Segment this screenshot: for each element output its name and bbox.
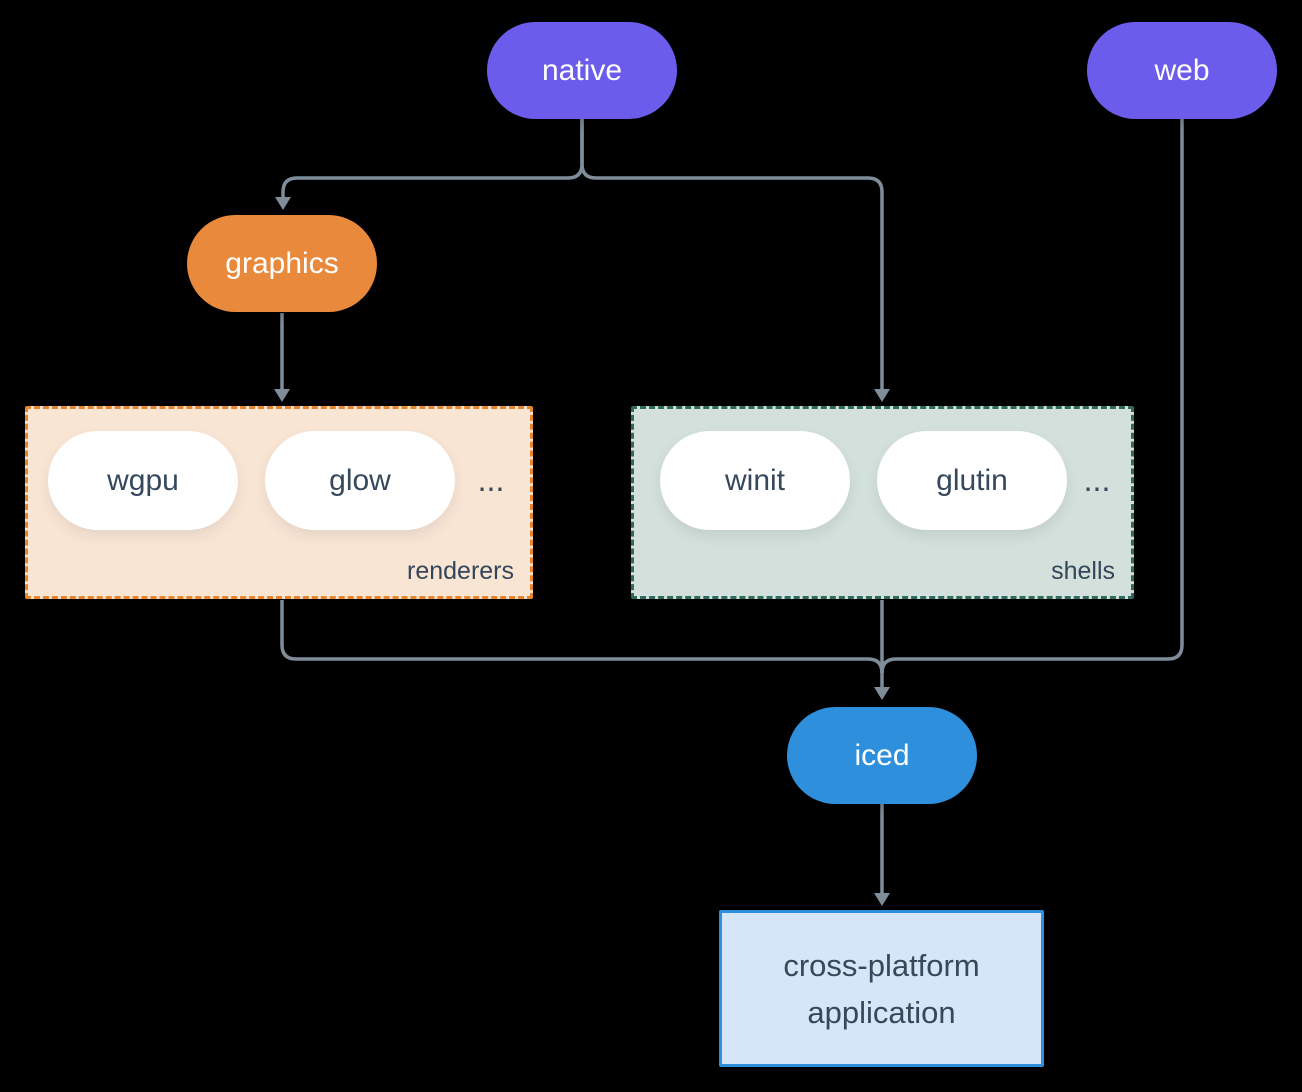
group-renderers-label: renderers: [407, 557, 514, 585]
node-iced: iced: [787, 707, 977, 804]
node-native: native: [487, 22, 677, 119]
app-label-line1: cross-platform: [783, 947, 980, 983]
group-shells: winit glutin ... shells: [631, 406, 1134, 599]
shells-ellipsis: ...: [1083, 462, 1111, 498]
node-glow-label: glow: [329, 463, 391, 497]
group-renderers: wgpu glow ... renderers: [25, 406, 533, 599]
node-graphics-label: graphics: [225, 246, 339, 280]
renderers-ellipsis: ...: [477, 462, 505, 498]
node-web: web: [1087, 22, 1277, 119]
arrowhead-shells: [874, 389, 890, 402]
edge-native-graphics: [281, 119, 584, 198]
arrowhead-renderers: [274, 389, 290, 402]
node-graphics: graphics: [187, 215, 377, 312]
node-iced-label: iced: [854, 738, 910, 772]
node-cross-platform-application: cross-platform application: [719, 910, 1044, 1067]
node-wgpu: wgpu: [48, 431, 238, 530]
arrowhead-iced: [874, 687, 890, 700]
node-winit-label: winit: [724, 463, 785, 497]
arrowhead-graphics: [275, 197, 291, 210]
node-native-label: native: [541, 53, 623, 87]
node-glutin-label: glutin: [936, 463, 1008, 497]
group-shells-label: shells: [1051, 557, 1115, 585]
edge-native-shells: [580, 119, 884, 390]
node-wgpu-label: wgpu: [107, 463, 179, 497]
edge-renderers-iced: [280, 600, 884, 674]
app-label-line2: application: [807, 994, 956, 1030]
node-winit: winit: [660, 431, 850, 530]
node-web-label: web: [1154, 53, 1210, 87]
arrowhead-app: [874, 893, 890, 906]
node-glutin: glutin: [877, 431, 1067, 530]
node-glow: glow: [265, 431, 455, 530]
